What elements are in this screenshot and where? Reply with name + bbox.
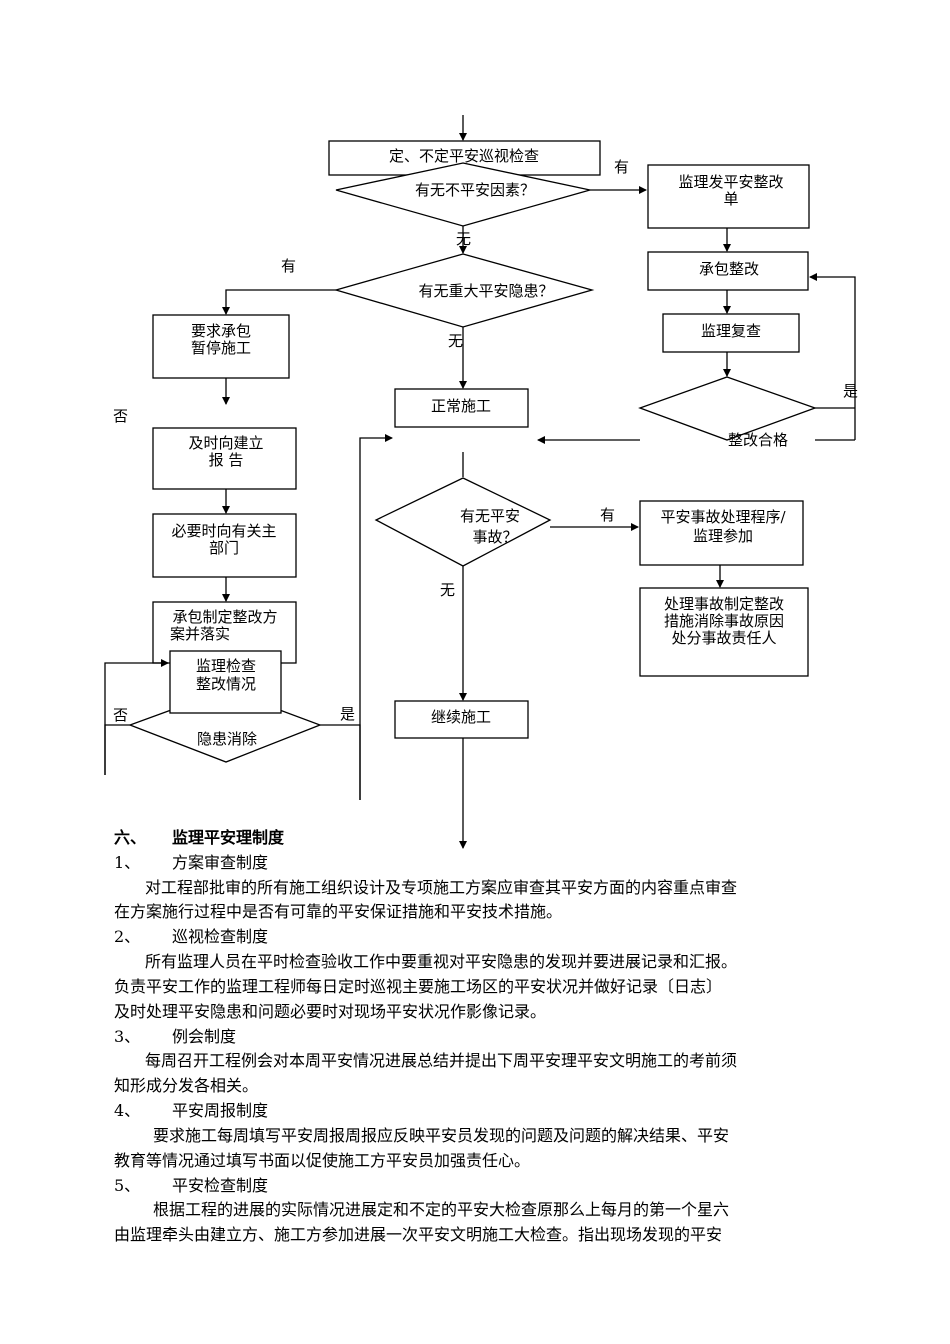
item-title: 平安周报制度 <box>172 1101 269 1120</box>
patrol-box-label: 定、不定平安巡视检查 <box>389 147 539 165</box>
section-number: 六、 <box>114 828 147 847</box>
item-number: 4、 <box>114 1101 141 1120</box>
normal-work-box <box>394 388 529 428</box>
rectify-notice-line2: 单 <box>723 190 738 208</box>
paragraph-line: 由监理牵头由建立方、施工方参加进展一次平安文明施工大检查。指出现场发现的平安 <box>114 1225 723 1244</box>
cleared-yes-line <box>320 724 361 800</box>
stop-work-line1: 要求承包 <box>191 322 251 340</box>
rectify-yes-label: 是 <box>843 382 858 400</box>
hazard-no-label: 无 <box>448 332 463 350</box>
item-heading-5: 5、 平安检查制度 <box>114 1175 268 1197</box>
paragraph-line: 教育等情况通过填写书面以促使施工方平安员加强责任心。 <box>114 1151 531 1170</box>
paragraph-line: 负责平安工作的监理工程师每日定时巡视主要施工场区的平安状况并做好记录〔日志〕 <box>114 977 723 996</box>
accident-handle-line1: 处理事故制定整改 <box>664 595 784 613</box>
rectify-ok-label: 整改合格 <box>728 431 788 449</box>
hazard-yes-label: 有 <box>281 257 296 275</box>
rectify-loop-arrow <box>809 273 856 440</box>
contractor-plan-line2: 案并落实 <box>170 625 230 643</box>
section-heading: 六、 监理平安理制度 <box>114 827 284 849</box>
stop-work-line2: 暂停施工 <box>191 339 251 357</box>
item-title: 例会制度 <box>172 1027 237 1046</box>
check-rectify-box <box>169 650 282 714</box>
hazard-cleared-line2: 隐患消除 <box>197 730 257 748</box>
rectify-ok-diamond <box>638 376 817 441</box>
notify-dept-box <box>152 513 297 578</box>
item-heading-3: 3、 例会制度 <box>114 1026 236 1048</box>
paragraph-line: 在方案施行过程中是否有可靠的平安保证措施和平安技术措施。 <box>114 902 563 921</box>
contractor-plan-line1: 承包制定整改方 <box>172 608 277 626</box>
notify-dept-line2: 部门 <box>209 539 239 557</box>
contractor-rectify-label: 承包整改 <box>699 260 759 278</box>
accident-yes-label: 有 <box>600 506 615 524</box>
accident-no-label: 无 <box>440 581 455 599</box>
stop-work-box <box>152 314 290 379</box>
item-heading-4: 4、 平安周报制度 <box>114 1100 268 1122</box>
item-number: 3、 <box>114 1027 141 1046</box>
paragraph-line: 每周召开工程例会对本周平安情况进展总结并提出下周平安理平安文明施工的考前须 <box>145 1051 738 1070</box>
continue-work-label: 继续施工 <box>431 708 491 726</box>
accident-procedure-line2: 监理参加 <box>693 527 753 545</box>
accident-line1: 有无平安 <box>460 507 520 525</box>
normal-work-label: 正常施工 <box>431 397 491 415</box>
rectify-notice-box <box>647 164 810 229</box>
supervisor-recheck-label: 监理复查 <box>701 322 761 340</box>
rectify-notice-line1: 监理发平安整改 <box>678 173 783 191</box>
paragraph-line: 要求施工每周填写平安周报周报应反映平安员发现的问题及问题的解决结果、平安 <box>153 1126 730 1145</box>
paragraph-line: 知形成分发各相关。 <box>114 1076 259 1095</box>
check-rectify-line1: 监理检查 <box>196 657 256 675</box>
item-title: 平安检查制度 <box>172 1176 269 1195</box>
accident-handle-line2: 措施消除事故原因 <box>664 612 784 630</box>
item-number: 2、 <box>114 927 141 946</box>
paragraph-line: 及时处理平安隐患和问题必要时对现场平安状况作影像记录。 <box>114 1002 547 1021</box>
contractor-rectify-box <box>647 251 809 291</box>
paragraph-line: 对工程部批审的所有施工组织设计及专项施工方案应审查其平安方面的内容重点审查 <box>145 878 738 897</box>
accident-line2: 事故？ <box>472 528 517 546</box>
item-title: 方案审查制度 <box>172 853 269 872</box>
report-box <box>152 427 297 490</box>
report-line1: 及时向建立 <box>188 434 263 452</box>
no-left-label: 否 <box>113 407 128 425</box>
major-hazard-label: 有无重大平安隐患？ <box>418 282 553 300</box>
item-heading-1: 1、 方案审查制度 <box>114 852 268 874</box>
check-rectify-line2: 整改情况 <box>196 675 256 693</box>
accident-procedure-box <box>639 500 804 566</box>
cleared-yes-label: 是 <box>340 705 355 723</box>
factor-yes-label: 有 <box>614 158 629 176</box>
safety-factor-label: 有无不平安因素？ <box>415 181 535 199</box>
cleared-yes-to-normal-arrow <box>359 434 393 800</box>
paragraph-line: 根据工程的进展的实际情况进展定和不定的平安大检查原那么上每月的第一个星六 <box>153 1200 730 1219</box>
section-title: 监理平安理制度 <box>172 828 285 847</box>
accident-handle-line3: 处分事故责任人 <box>671 629 776 647</box>
cleared-no-label: 否 <box>113 706 128 724</box>
report-line2: 报 告 <box>209 451 244 469</box>
cleared-no-line <box>104 724 130 775</box>
item-number: 1、 <box>114 853 141 872</box>
cleared-no-loop-arrow <box>104 659 169 775</box>
item-heading-2: 2、 巡视检查制度 <box>114 926 268 948</box>
paragraph-line: 所有监理人员在平时检查验收工作中要重视对平安隐患的发现并要进展记录和汇报。 <box>145 952 738 971</box>
supervisor-recheck-box <box>662 313 800 353</box>
factor-no-label: 无 <box>456 230 471 248</box>
accident-handle-box <box>639 587 809 677</box>
safety-flowchart: 定、不定平安巡视检查 有无不平安因素？ 有 无 监理发平安整改 单 承包整改 监… <box>104 115 858 849</box>
item-number: 5、 <box>114 1176 141 1195</box>
continue-work-box <box>394 700 529 739</box>
notify-dept-line1: 必要时向有关主 <box>171 522 276 540</box>
accident-procedure-line1: 平安事故处理程序/ <box>660 508 786 526</box>
item-title: 巡视检查制度 <box>172 927 269 946</box>
hazard-yes-arrow <box>222 289 336 315</box>
